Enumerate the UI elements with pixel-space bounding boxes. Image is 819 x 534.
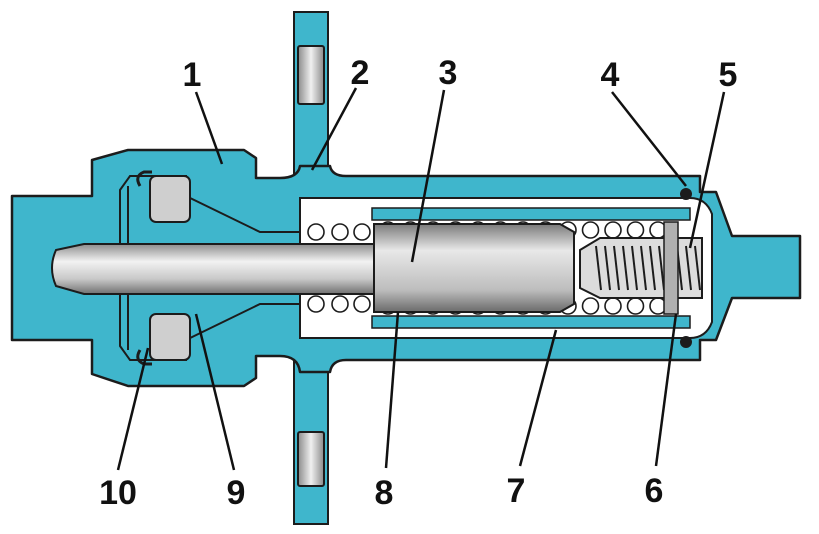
lower-o-ring	[680, 336, 692, 348]
leader-lines	[116, 87, 726, 471]
lower-rod-seal	[149, 313, 191, 361]
callout-3: 3	[439, 54, 458, 92]
outer-spring-seat	[663, 221, 679, 315]
inner-spring-coil	[649, 245, 656, 291]
leader-7	[518, 329, 558, 467]
callout-5: 5	[719, 56, 738, 94]
inner-spring-coil	[595, 245, 602, 291]
piston	[373, 223, 575, 313]
outer-spring-coil	[604, 221, 622, 239]
outer-spring-coil	[626, 221, 645, 239]
leader-8	[384, 311, 400, 469]
outer-spring-coil	[626, 297, 645, 315]
leader-5	[688, 91, 726, 249]
upper-retaining-ring	[136, 170, 152, 187]
push-rod	[51, 243, 381, 295]
leader-2	[310, 87, 358, 171]
upper-o-ring	[680, 188, 692, 200]
leader-6	[654, 313, 678, 467]
outer-spring-coil	[307, 223, 325, 241]
callout-4: 4	[601, 56, 620, 94]
outer-spring-coil	[331, 295, 349, 313]
outer-spring-coil	[353, 295, 371, 313]
cylinder-liner-bottom	[371, 315, 691, 329]
outer-spring-coil	[581, 297, 600, 315]
outer-spring-coil	[604, 297, 622, 315]
callout-8: 8	[375, 474, 394, 512]
lower-bolt-hole	[297, 431, 325, 487]
callout-7: 7	[507, 472, 526, 510]
inner-spring-coil	[613, 245, 620, 291]
inner-spring-coil	[694, 245, 701, 291]
cylinder-liner-top	[371, 207, 691, 221]
inner-spring-coil	[658, 245, 665, 291]
callout-9: 9	[227, 474, 246, 512]
outer-spring-coil	[331, 223, 349, 241]
inner-spring-coil	[640, 245, 647, 291]
upper-bolt-hole	[297, 45, 325, 105]
leader-1	[194, 91, 224, 165]
callout-1: 1	[183, 56, 202, 94]
inner-spring-coil	[622, 245, 629, 291]
outer-spring-coil	[353, 223, 371, 241]
callout-10: 10	[99, 474, 137, 512]
inner-spring-coil	[604, 245, 611, 291]
outer-spring-coil	[581, 221, 600, 239]
inner-spring-coil	[631, 245, 638, 291]
leader-10	[116, 347, 150, 471]
leader-9	[194, 313, 236, 471]
leader-4	[611, 91, 687, 187]
upper-rod-seal	[149, 175, 191, 223]
outer-spring-coil	[307, 295, 325, 313]
inner-spring-coil	[685, 245, 692, 291]
leader-3	[410, 89, 446, 263]
callout-6: 6	[645, 472, 664, 510]
callout-2: 2	[351, 54, 370, 92]
